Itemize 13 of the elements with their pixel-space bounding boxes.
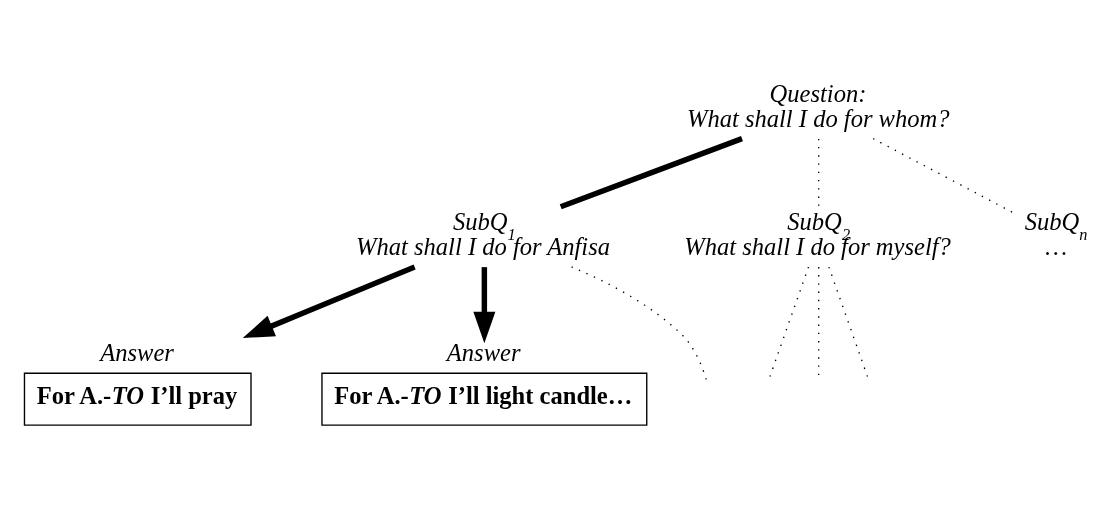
node-label: Answer <box>446 338 521 366</box>
node-box: For A.-TO I’ll pray <box>23 372 252 426</box>
node-box: For A.-TO I’ll light candle… <box>321 372 648 426</box>
connector <box>559 135 743 209</box>
connector <box>872 137 1015 214</box>
connector <box>570 265 708 382</box>
node-text: SubQ$_{1}$ What shall I do for Anfisa <box>356 207 610 260</box>
arrow <box>242 263 416 338</box>
node-text: Question: What shall I do for whom? <box>687 79 950 132</box>
node-text: SubQ$_{2}$ What shall I do for myself? <box>684 207 951 260</box>
arrow <box>473 266 496 343</box>
node-label: Answer <box>100 338 174 366</box>
node-text: SubQ$_{n}$ … <box>1024 207 1088 260</box>
